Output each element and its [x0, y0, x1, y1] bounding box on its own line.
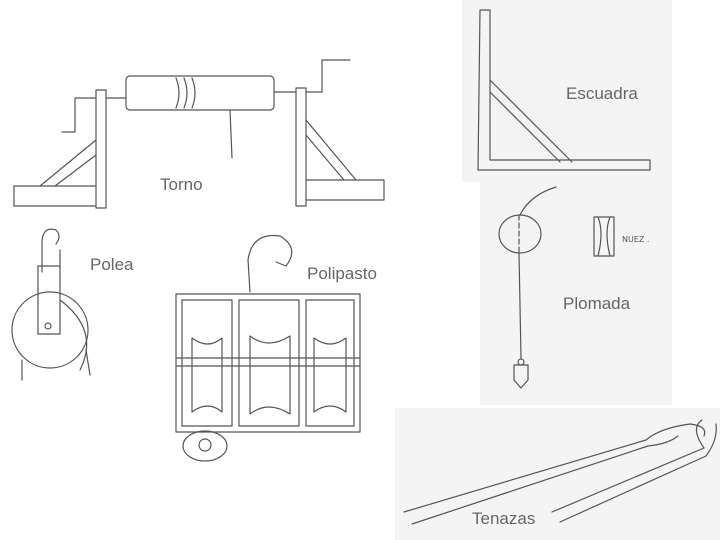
escuadra-panel: [462, 0, 672, 182]
escuadra-drawing: Escuadra: [477, 9, 651, 171]
polipasto-drawing: Polipasto: [175, 234, 377, 462]
plomada-label: Plomada: [563, 294, 631, 313]
nuez-label: NUEZ .: [622, 235, 649, 244]
tenazas-drawing: Tenazas: [403, 419, 717, 528]
polea-drawing: Polea: [11, 228, 134, 381]
escuadra-label: Escuadra: [566, 84, 638, 103]
torno-label: Torno: [160, 175, 203, 194]
plomada-panel: [480, 182, 672, 405]
polipasto-label: Polipasto: [307, 264, 377, 283]
tenazas-label: Tenazas: [472, 509, 535, 528]
torno-drawing: Torno: [13, 59, 385, 209]
polea-label: Polea: [90, 255, 134, 274]
plomada-drawing: NUEZ . Plomada: [498, 186, 649, 389]
